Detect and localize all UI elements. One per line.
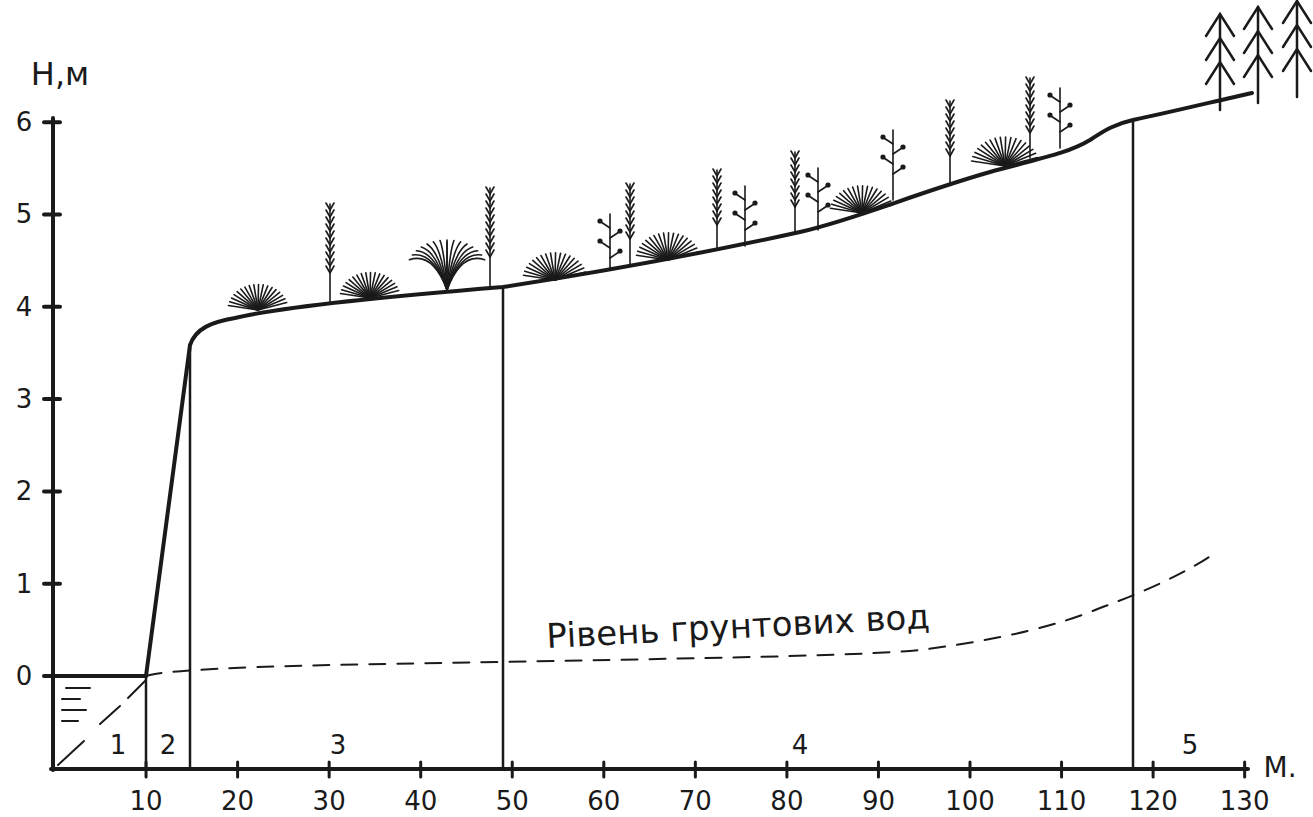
zone-boundary [502,287,505,769]
axis-title: H,м [31,58,89,90]
tick-label: 30 [313,788,346,814]
tick-label: 6 [16,109,33,135]
ground-profile [146,93,1252,676]
tick-label: 50 [496,788,529,814]
y-ticks [44,122,60,676]
vegetation [228,1,1311,310]
tick-label: 5 [16,201,33,227]
tick-label: 60 [587,788,620,814]
tick-label: 1 [16,571,33,597]
axis-unit: М. [1263,754,1296,782]
zone-number: 5 [1182,732,1199,758]
zone-boundary [1132,120,1135,769]
tick-label: 80 [770,788,803,814]
x-axis [51,767,1248,771]
zone-number: 2 [160,732,177,758]
tick-label: 0 [16,663,33,689]
zone-boundary [189,345,192,769]
groundwater-line [146,555,1212,676]
zone-number: 3 [330,732,347,758]
tick-label: 40 [404,788,437,814]
zone-boundary [145,676,148,769]
water-hatching [58,680,146,765]
tick-label: 120 [1128,788,1178,814]
tick-label: 4 [16,294,33,320]
tick-label: 20 [221,788,254,814]
water-surface [53,674,146,678]
tick-label: 90 [862,788,895,814]
tick-label: 70 [679,788,712,814]
tick-label: 110 [1037,788,1087,814]
zone-number: 1 [110,732,127,758]
x-ticks [146,762,1245,777]
curve-label: Рівень грунтових вод [545,599,930,653]
tick-label: 100 [945,788,995,814]
tick-label: 130 [1220,788,1270,814]
zone-number: 4 [792,732,809,758]
tick-label: 10 [130,788,163,814]
tick-label: 3 [16,386,33,412]
tick-label: 2 [16,478,33,504]
